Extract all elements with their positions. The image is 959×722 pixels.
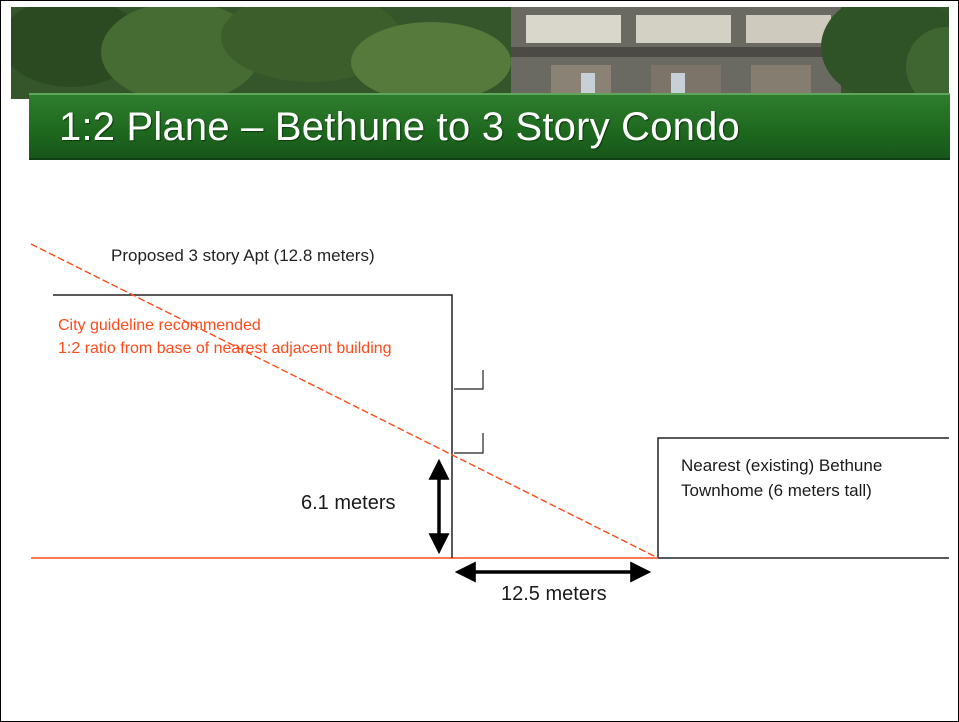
townhome-label-line2: Townhome (6 meters tall) — [681, 481, 872, 500]
guideline-label-line2: 1:2 ratio from base of nearest adjacent … — [58, 340, 392, 357]
facade-step-lower — [454, 433, 484, 454]
townhome-outline — [657, 437, 949, 558]
title-bar: 1:2 Plane – Bethune to 3 Story Condo — [29, 93, 950, 160]
height-label: 6.1 meters — [301, 492, 396, 514]
proposed-building-label: Proposed 3 story Apt (12.8 meters) — [111, 246, 375, 265]
distance-label: 12.5 meters — [501, 583, 607, 605]
slide-title: 1:2 Plane – Bethune to 3 Story Condo — [59, 105, 741, 149]
proposed-apartment-outline — [53, 294, 453, 558]
banner-photo — [11, 7, 949, 99]
guideline-plane — [30, 243, 659, 559]
guideline-label-line1: City guideline recommended — [58, 317, 261, 334]
facade-step-upper — [454, 370, 484, 390]
banner-photo-graphic — [11, 7, 949, 99]
townhome-label-line1: Nearest (existing) Bethune — [681, 456, 883, 475]
